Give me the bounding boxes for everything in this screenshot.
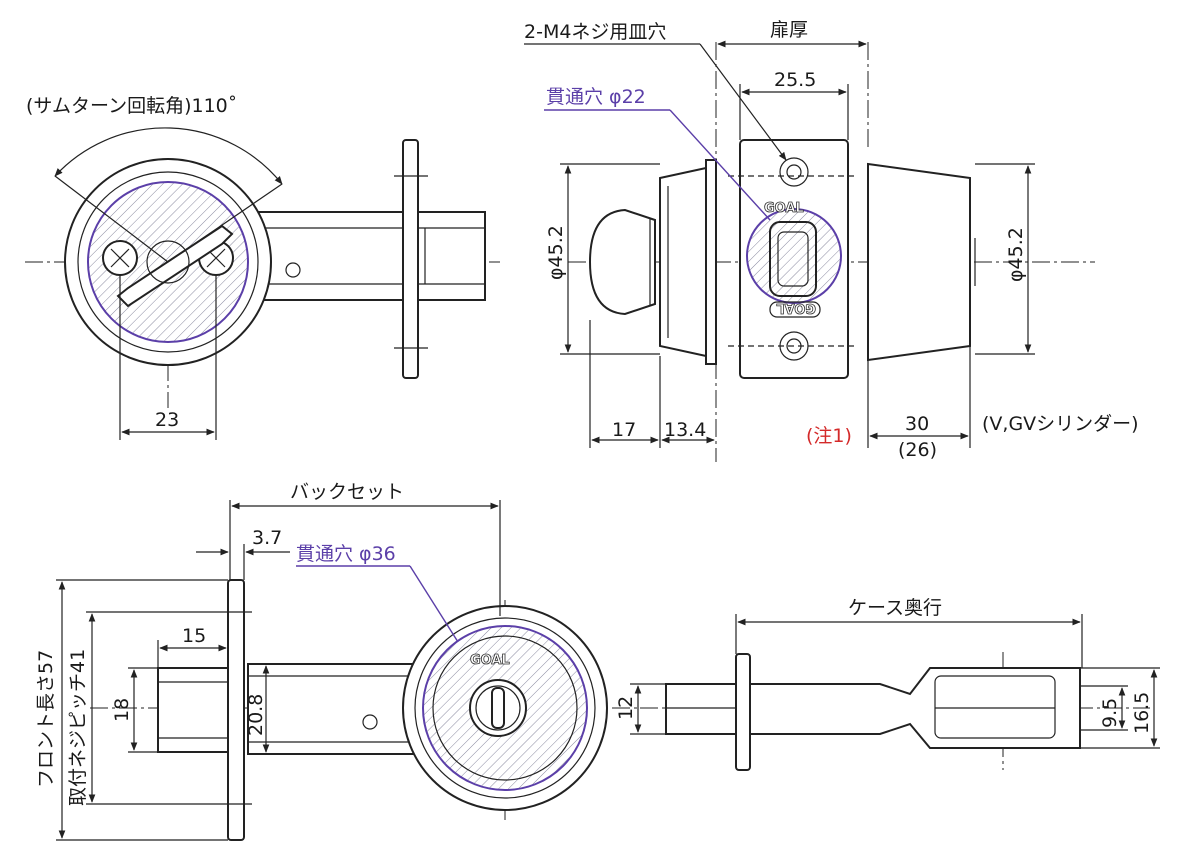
dim-12-label: 12 (615, 696, 637, 720)
front-length-label: フロント長さ57 (35, 650, 57, 788)
dim-9-5-label: 9.5 (1099, 698, 1121, 728)
dim-18-label: 18 (111, 698, 133, 722)
brand-bottom: GOAL (776, 300, 816, 315)
dia-45-2-left: φ45.2 (545, 225, 567, 280)
dim-13-4-label: 13.4 (664, 419, 706, 441)
thumbturn-view: 23 (サムターン回転角)110˚ (25, 95, 500, 440)
front-view: GOAL バックセット 3.7 貫通穴 φ36 15 18 20.8 フロント長… (35, 481, 640, 841)
front-brand: GOAL (470, 653, 510, 668)
backset-label: バックセット (290, 481, 404, 503)
thumbturn-angle-label: (サムターン回転角)110˚ (26, 95, 237, 117)
note1-label: (注1) (806, 425, 852, 447)
screw-hole-label: 2-M4ネジ用皿穴 (524, 21, 666, 43)
dim-17-label: 17 (612, 419, 636, 441)
case-depth-label: ケース奥行 (848, 597, 942, 619)
brand-top: GOAL (764, 201, 804, 216)
screw-pitch-label: 取付ネジピッチ41 (67, 649, 89, 806)
dim-16-5-label: 16.5 (1131, 692, 1153, 734)
dim-25-5-label: 25.5 (774, 69, 816, 91)
dim-15-label: 15 (182, 625, 206, 647)
case-top-view: ケース奥行 12 9.5 16.5 (615, 597, 1160, 771)
dim-23-label: 23 (155, 409, 179, 431)
dim-20-8-label: 20.8 (245, 694, 267, 736)
dia-45-2-right: φ45.2 (1005, 227, 1027, 282)
dim-30-label: 30 (905, 413, 929, 435)
dim-3-7-label: 3.7 (252, 527, 282, 549)
cylinder-note-label: (V,GVシリンダー) (982, 413, 1139, 435)
side-elevation-view: GOAL GOAL φ45.2 φ45.2 扉厚 25.5 2-M4ネジ用皿穴 … (524, 19, 1139, 462)
dim-26-label: (26) (898, 439, 937, 461)
through-hole-22-label: 貫通穴 φ22 (546, 86, 646, 108)
through-hole-36-label: 貫通穴 φ36 (296, 543, 396, 565)
door-thickness-label: 扉厚 (770, 19, 808, 41)
